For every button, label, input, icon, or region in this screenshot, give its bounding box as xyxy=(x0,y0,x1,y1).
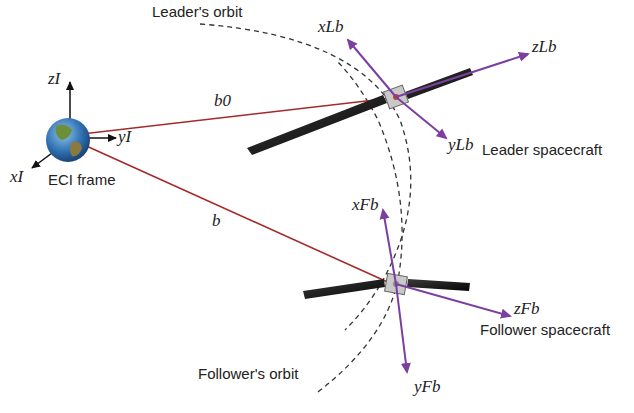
body-axis xyxy=(383,210,396,284)
axis-label: zLb xyxy=(532,38,557,57)
leader-orbit xyxy=(200,24,411,330)
orbit-label: Follower's orbit xyxy=(198,366,298,383)
axis-label: xFb xyxy=(352,196,378,215)
body-axis xyxy=(396,284,407,372)
body-axis xyxy=(348,40,396,97)
frame-label: ECI frame xyxy=(48,172,116,189)
vector-label: b0 xyxy=(214,92,231,111)
axis-label: xLb xyxy=(318,18,344,37)
axis-label: yI xyxy=(118,128,131,147)
spacecraft-label: Leader spacecraft xyxy=(482,142,602,159)
axis-label: xI xyxy=(10,168,23,187)
body-axis xyxy=(396,97,446,138)
body-axis xyxy=(396,284,510,316)
earth-globe xyxy=(46,118,90,162)
spacecraft-label: Follower spacecraft xyxy=(480,322,610,339)
position-vector xyxy=(82,144,392,284)
axis-label: yFb xyxy=(414,378,440,397)
body-axis xyxy=(396,54,528,97)
orbit-label: Leader's orbit xyxy=(152,4,242,21)
follower-spacecraft xyxy=(303,273,470,299)
leader-spacecraft xyxy=(247,68,473,155)
axis-label: zFb xyxy=(514,300,540,319)
axis-label: yLb xyxy=(448,136,474,155)
vector-label: b xyxy=(212,212,221,231)
axis-label: zI xyxy=(48,70,60,89)
